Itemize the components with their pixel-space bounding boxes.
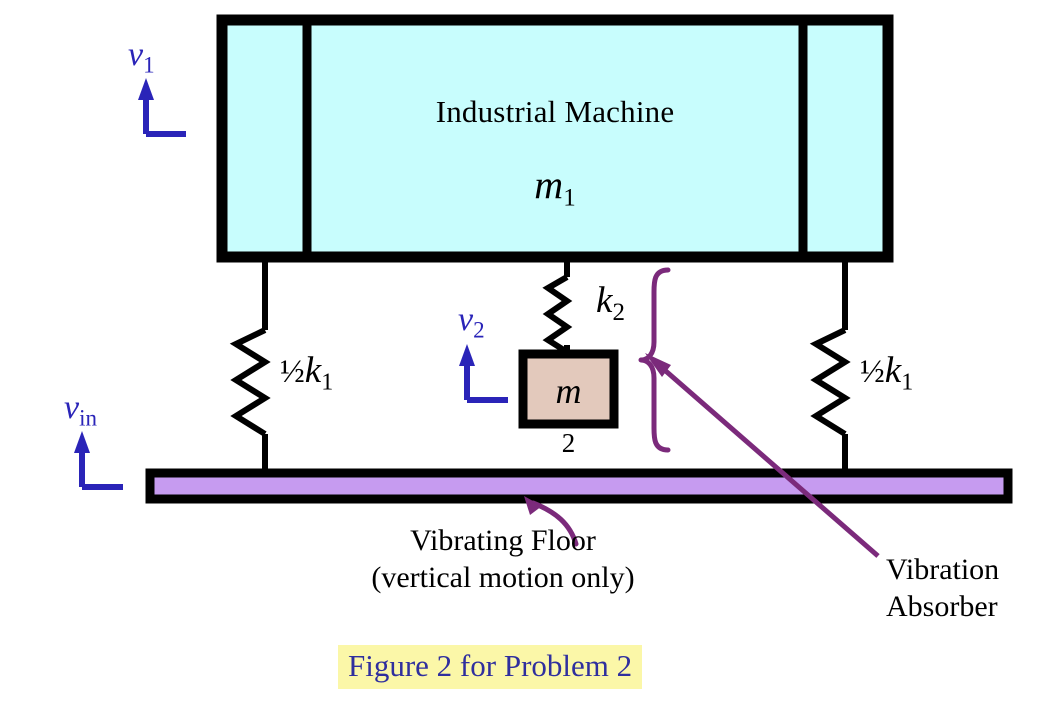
machine-title: Industrial Machine <box>435 94 675 129</box>
velocity-arrow-vin <box>74 431 123 490</box>
absorber-spring-coil-icon <box>542 274 573 355</box>
absorber-callout-arrow <box>645 353 880 558</box>
velocity-v1-symbol: v <box>128 36 144 73</box>
right-spring-coil-icon <box>809 327 851 437</box>
figure-caption: Figure 2 for Problem 2 <box>338 645 643 689</box>
absorber-group-brace <box>638 267 671 453</box>
left-spring-fraction: ½ <box>280 354 305 390</box>
machine-mass-subscript: 1 <box>563 184 576 212</box>
absorber-spring-symbol: k <box>596 280 613 321</box>
absorber-spring-subscript: 2 <box>612 299 625 326</box>
velocity-vin-subscript: in <box>79 405 97 431</box>
velocity-v1-subscript: 1 <box>143 52 155 78</box>
velocity-label-v1: v1 <box>128 36 155 78</box>
velocity-label-v2: v2 <box>458 301 485 343</box>
absorber-spring-label: k2 <box>596 282 625 325</box>
machine-body <box>216 14 894 263</box>
right-spring-fraction: ½ <box>860 354 885 390</box>
velocity-arrow-v2 <box>459 344 508 403</box>
absorber-mass-symbol: m <box>555 371 582 411</box>
left-spring-subscript: 1 <box>321 369 334 396</box>
velocity-arrow-v1 <box>138 78 186 137</box>
floor-callout-arrow <box>524 496 579 547</box>
velocity-v2-symbol: v <box>458 301 474 338</box>
absorber-annotation-line1: Vibration <box>886 553 1000 586</box>
absorber-mass-body <box>518 349 619 429</box>
right-spring-subscript: 1 <box>901 369 914 396</box>
absorber-annotation-line2: Absorber <box>886 590 998 623</box>
machine-mass-letter: m <box>534 162 564 207</box>
absorber-mass-subscript: 2 <box>561 428 576 458</box>
machine-mass-symbol: m1 <box>334 165 776 211</box>
left-spring-coil-icon <box>229 327 271 437</box>
floor-annotation-line2: (vertical motion only) <box>371 561 635 594</box>
velocity-vin-symbol: v <box>64 389 80 426</box>
floor-annotation-line1: Vibrating Floor <box>410 524 596 557</box>
velocity-label-vin: vin <box>64 389 97 431</box>
velocity-v2-subscript: 2 <box>473 317 485 343</box>
vibrating-floor-body <box>145 468 1013 504</box>
left-spring-label: ½k1 <box>280 352 333 395</box>
left-spring-symbol: k <box>304 350 322 391</box>
right-spring-label: ½k1 <box>860 352 913 395</box>
right-spring-symbol: k <box>884 350 902 391</box>
